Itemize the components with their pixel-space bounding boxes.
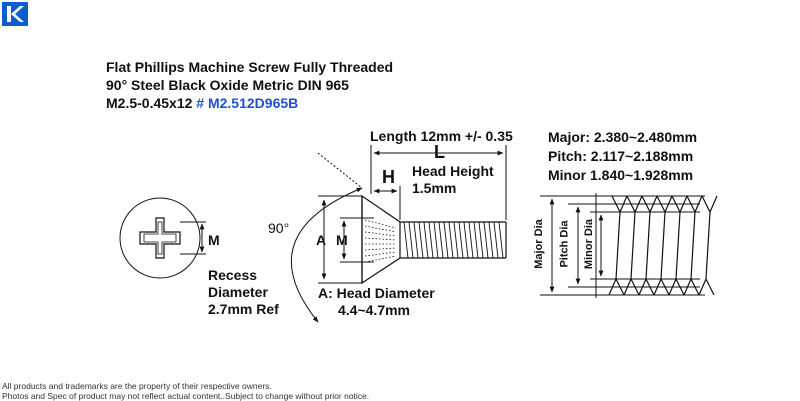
thread-profile [686, 195, 700, 296]
head-end-view [119, 197, 206, 279]
thread-line [478, 221, 484, 259]
angle-arc [290, 152, 363, 323]
pitch-spec: Pitch: 2.117~2.188mm [548, 148, 694, 164]
minor-spec: Minor 1.840~1.928mm [548, 167, 694, 183]
thread-line [458, 221, 464, 259]
thread-line [403, 221, 409, 259]
head-height-label: Head Height 1.5mm [412, 163, 494, 197]
h-label: H [382, 167, 395, 187]
product-title: Flat Phillips Machine Screw Fully Thread… [106, 58, 393, 112]
minor-dia-label: Minor Dia [583, 218, 596, 270]
title-line-2: 90° Steel Black Oxide Metric DIN 965 [106, 77, 349, 93]
major-spec: Major: 2.380~2.480mm [548, 129, 698, 145]
thread-line [463, 221, 469, 259]
disclaimer: All products and trademarks are the prop… [2, 381, 369, 401]
thread-profile [671, 195, 685, 296]
thread-profile [611, 195, 625, 296]
recess-line-3: 2.7mm Ref [208, 301, 279, 317]
thread-flank [668, 195, 688, 296]
thread-flank [653, 195, 673, 296]
thread-line [483, 221, 489, 259]
head-height-line-1: Head Height [412, 163, 494, 179]
recess-line-1: Recess [208, 267, 258, 283]
thread-line [473, 221, 479, 259]
thread-line [468, 221, 474, 259]
k-logo-icon [2, 2, 28, 26]
recess-m-label: M [208, 232, 220, 248]
thread-spec-label: Major: 2.380~2.480mm Pitch: 2.117~2.188m… [548, 128, 697, 185]
thread-flank [608, 195, 628, 296]
thread-line [498, 221, 504, 259]
pitch-dia-label: Pitch Dia [558, 220, 571, 268]
thread-profile [641, 195, 655, 296]
major-dia-label: Major Dia [532, 219, 545, 269]
thread-line [443, 221, 449, 259]
thread-line [408, 221, 414, 259]
disclaimer-line-2: Photos and Spec of product may not refle… [2, 391, 370, 401]
title-line-1: Flat Phillips Machine Screw Fully Thread… [106, 59, 394, 75]
l-label: L [434, 142, 445, 162]
thread-profile [626, 195, 640, 296]
thread-line [488, 221, 494, 259]
head-height-line-2: 1.5mm [412, 180, 457, 196]
recess-line-2: Diameter [208, 284, 268, 300]
part-number: # M2.512D965B [196, 95, 299, 111]
head-diameter-a-label: A [316, 232, 327, 248]
thread-flank [683, 195, 703, 296]
recess-diameter-label: Recess Diameter 2.7mm Ref [208, 267, 279, 318]
thread-line [438, 221, 444, 259]
size-spec: M2.5-0.45x12 [106, 95, 193, 111]
title-line-3: M2.5-0.45x12 # M2.512D965B [106, 94, 393, 112]
thread-profile [656, 195, 670, 296]
thread-detail [540, 193, 718, 298]
thread-line [448, 221, 454, 259]
thread-flank [638, 195, 658, 296]
head-diameter-line-1: A: Head Diameter [318, 285, 435, 301]
angle-label: 90° [268, 220, 290, 236]
thread-line [493, 221, 499, 259]
thread-line [428, 221, 434, 259]
thread-line [423, 221, 429, 259]
length-label: Length 12mm +/- 0.35 [370, 128, 513, 144]
length-dimension [370, 145, 507, 220]
thread-line [413, 221, 419, 259]
thread-flank [698, 195, 718, 296]
screw-side-view [318, 194, 507, 285]
head-m-label: M [336, 232, 348, 248]
thread-line [418, 221, 424, 259]
thread-line [453, 221, 459, 259]
thread-flank [623, 195, 643, 296]
head-diameter-label: A: Head Diameter 4.4~4.7mm [318, 285, 435, 319]
head-diameter-line-2: 4.4~4.7mm [338, 302, 410, 318]
disclaimer-line-1: All products and trademarks are the prop… [2, 381, 272, 391]
thread-line [433, 221, 439, 259]
thread-profile [701, 195, 715, 296]
